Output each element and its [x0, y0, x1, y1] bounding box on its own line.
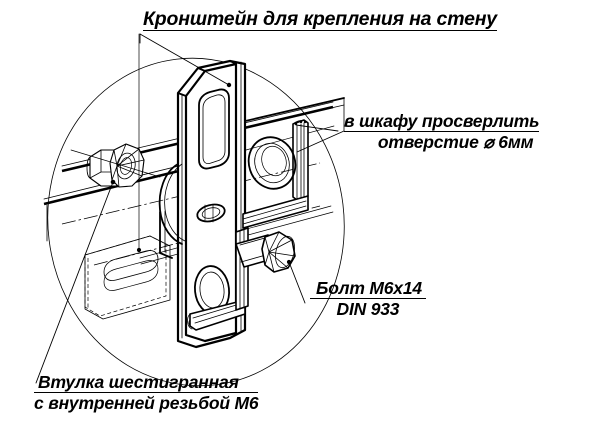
- bolt-m6x14: [235, 231, 296, 273]
- hex-bushing: [70, 143, 161, 188]
- hex-bushing-callout: Втулка шестигранная с внутренней резьбой…: [34, 373, 259, 413]
- drill-hole-callout-line1: в шкафу просверлить: [344, 111, 540, 132]
- cabinet-hidden-slot: [84, 235, 171, 320]
- drill-hole-callout: в шкафу просверлить отверстие ⌀ 6мм: [344, 111, 540, 152]
- bolt-callout-line1: Болт М6х14: [310, 279, 426, 299]
- drill-hole-callout-line2: отверстие ⌀ 6мм: [377, 131, 534, 152]
- hex-bushing-callout-line2: с внутренней резьбой М6: [34, 392, 259, 413]
- wall-mount-bracket-callout: Кронштейн для крепления на стену: [143, 8, 497, 32]
- cabinet-drilled-hole: [247, 136, 297, 190]
- detail-view-ellipse: [47, 57, 345, 387]
- leader-lines: [35, 33, 345, 384]
- bolt-callout-line2: DIN 933: [336, 298, 400, 319]
- hex-bushing-callout-line1: Втулка шестигранная: [34, 373, 259, 393]
- bolt-callout: Болт М6х14 DIN 933: [310, 279, 426, 319]
- wall-mount-bracket-callout-text: Кронштейн для крепления на стену: [143, 8, 497, 32]
